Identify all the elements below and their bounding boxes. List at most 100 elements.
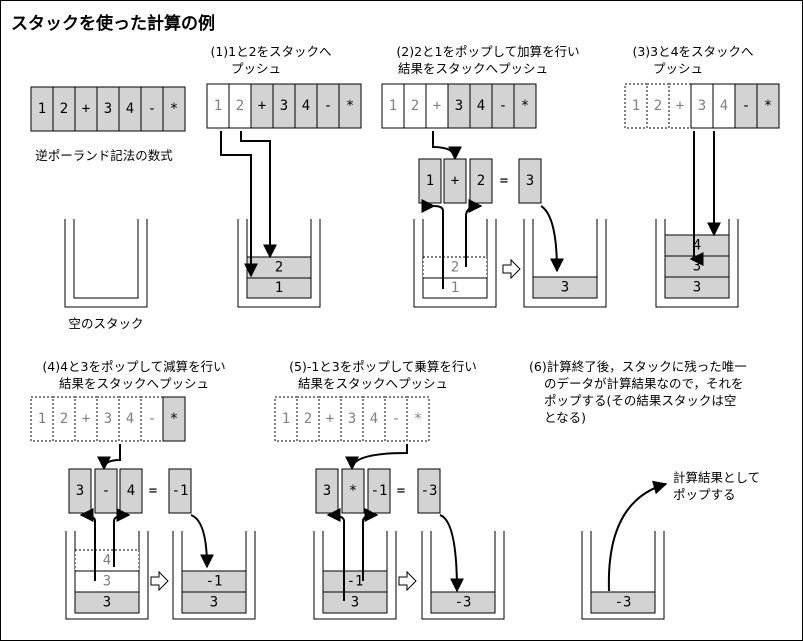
step1-tokens-token-1: 2 [236,98,244,114]
step4-arrow-operator [97,444,121,471]
rpn-expression-token-4: 4 [126,101,134,117]
step2-op-right-value: 2 [477,173,485,189]
caption-step5-line1: (5)-1と3をポップして乗算を行い [289,359,477,374]
step5-tokens-token-5: - [392,411,400,427]
step4-transition-arrow [150,570,169,592]
step6-arrow-pop-result [607,480,668,592]
caption-pop-result-line2: ポップする [673,487,736,502]
step3-stack-middle-value: 3 [693,259,701,275]
caption-step3-line2: プッシュ [652,61,703,76]
step3-tokens-token-5: - [742,98,750,114]
step4-arrow-pop-2 [113,508,131,567]
step2-op-result-box [518,158,542,204]
caption-step1-line1: (1)1と2をスタックへ [210,44,332,59]
step5-tokens-cell-6 [406,396,430,442]
step6-stack-top-cell [590,591,656,614]
step3-tokens-token-0: 1 [632,98,640,114]
step3-tokens-token-2: + [676,98,684,114]
step3-tokens-token-6: * [764,98,772,114]
step2-transition-arrow [502,258,521,280]
caption-step6-line4: となる) [544,410,587,425]
step6-stack-top-value: -3 [615,595,632,611]
step5-arrow-operator [345,444,408,471]
caption-step4-line1: (4)4と3をポップして減算を行い [42,359,226,374]
step5-op-operator-value: * [349,483,357,499]
step3-arrow-1 [689,131,704,266]
step1-stack-top-value: 2 [275,260,283,276]
step2-tokens-cell-6 [513,83,537,129]
caption-step6-line1: (6)計算終了後，スタックに残った唯一 [529,359,747,374]
step2-stack-before-bottom-value: 1 [451,280,459,296]
step3-tokens-token-1: 2 [654,98,662,114]
step3-stack-bottom-cell [664,276,730,299]
step4-stack-after-outer [172,531,256,620]
step5-tokens-token-6: * [414,411,422,427]
caption-rpn: 逆ポーランド記法の数式 [35,148,173,163]
rpn-expression-token-0: 1 [38,101,46,117]
step5-tokens-token-3: 3 [348,411,356,427]
step5-tokens-token-0: 1 [282,411,290,427]
step5-stack-before-bottom-value: 3 [351,595,359,611]
step3-stack-top-value: 4 [693,238,701,254]
step1-arrow-1 [220,131,258,278]
step5-equals: = [397,483,405,499]
step2-tokens-token-5: - [499,98,507,114]
step1-tokens-token-0: 1 [214,98,222,114]
step2-op-result-value: 3 [526,173,534,189]
step5-op-result-value: -3 [421,483,438,499]
step4-stack-after-bottom-value: 3 [210,595,218,611]
step5-tokens-token-1: 2 [304,411,312,427]
step2-op-left-value: 1 [426,173,434,189]
step5-arrow-pop-2 [362,508,379,581]
rpn-expression-token-3: 3 [104,101,112,117]
step5-op-result-box [417,468,441,514]
step5-stack-before-outer [313,531,397,620]
step4-tokens-cell-6 [162,396,186,442]
step4-tokens-token-2: + [82,411,90,427]
caption-step4-line2: 結果をスタックへプッシュ [58,376,209,391]
step3-tokens-token-3: 3 [698,98,706,114]
caption-step2-line1: (2)2と1をポップして加算を行い [396,44,580,59]
step4-stack-before-bottom-value: 3 [103,595,111,611]
step5-stack-after-outer [421,531,505,620]
step5-arrow-push [439,514,464,593]
step2-stack-before-bottom-cell [422,277,488,299]
step2-arrow-push [540,205,564,273]
step5-stack-after-top-value: -3 [455,595,472,611]
step2-op-left-box [418,158,442,204]
step2-op-operator-box [443,158,467,204]
step2-tokens-token-6: * [521,98,529,114]
caption-step2-line2: 結果をスタックへプッシュ [397,61,548,76]
step2-tokens-token-3: 3 [455,98,463,114]
step5-op-right-value: -1 [371,483,388,499]
step1-tokens-token-4: 4 [302,98,310,114]
step2-arrow-operator [432,131,462,161]
step4-stack-before-top-value: 4 [103,553,111,569]
caption-step3-line1: (3)3と4をスタックへ [632,44,754,59]
step3-tokens-cell-6 [756,83,780,129]
rpn-expression-cell-6 [162,86,186,132]
step5-op-operator-box [341,468,365,514]
step1-tokens-token-2: + [258,98,266,114]
step3-stack-bottom-value: 3 [693,280,701,296]
step6-stack-outer [581,531,665,620]
step4-tokens-token-3: 3 [104,411,112,427]
step4-arrow-push [190,514,214,569]
step2-tokens-token-0: 1 [389,98,397,114]
step4-op-result-value: -1 [172,483,189,499]
caption-empty-stack: 空のスタック [68,316,144,331]
step4-op-left-value: 3 [76,483,84,499]
step4-equals: = [149,483,157,499]
rpn-expression-token-2: + [82,101,90,117]
step2-stack-before-outer [413,219,497,308]
caption-step6-line3: ポップする(その結果スタックは空 [544,393,737,408]
step4-arrow-pop-1 [79,508,96,581]
step4-op-operator-box [94,468,118,514]
step4-stack-after-bottom-cell [181,591,247,614]
step5-tokens-token-4: 4 [370,411,378,427]
caption-step5-line2: 結果をスタックへプッシュ [297,376,448,391]
step1-tokens-token-5: - [324,98,332,114]
step2-stack-before-top-value: 2 [451,260,459,276]
